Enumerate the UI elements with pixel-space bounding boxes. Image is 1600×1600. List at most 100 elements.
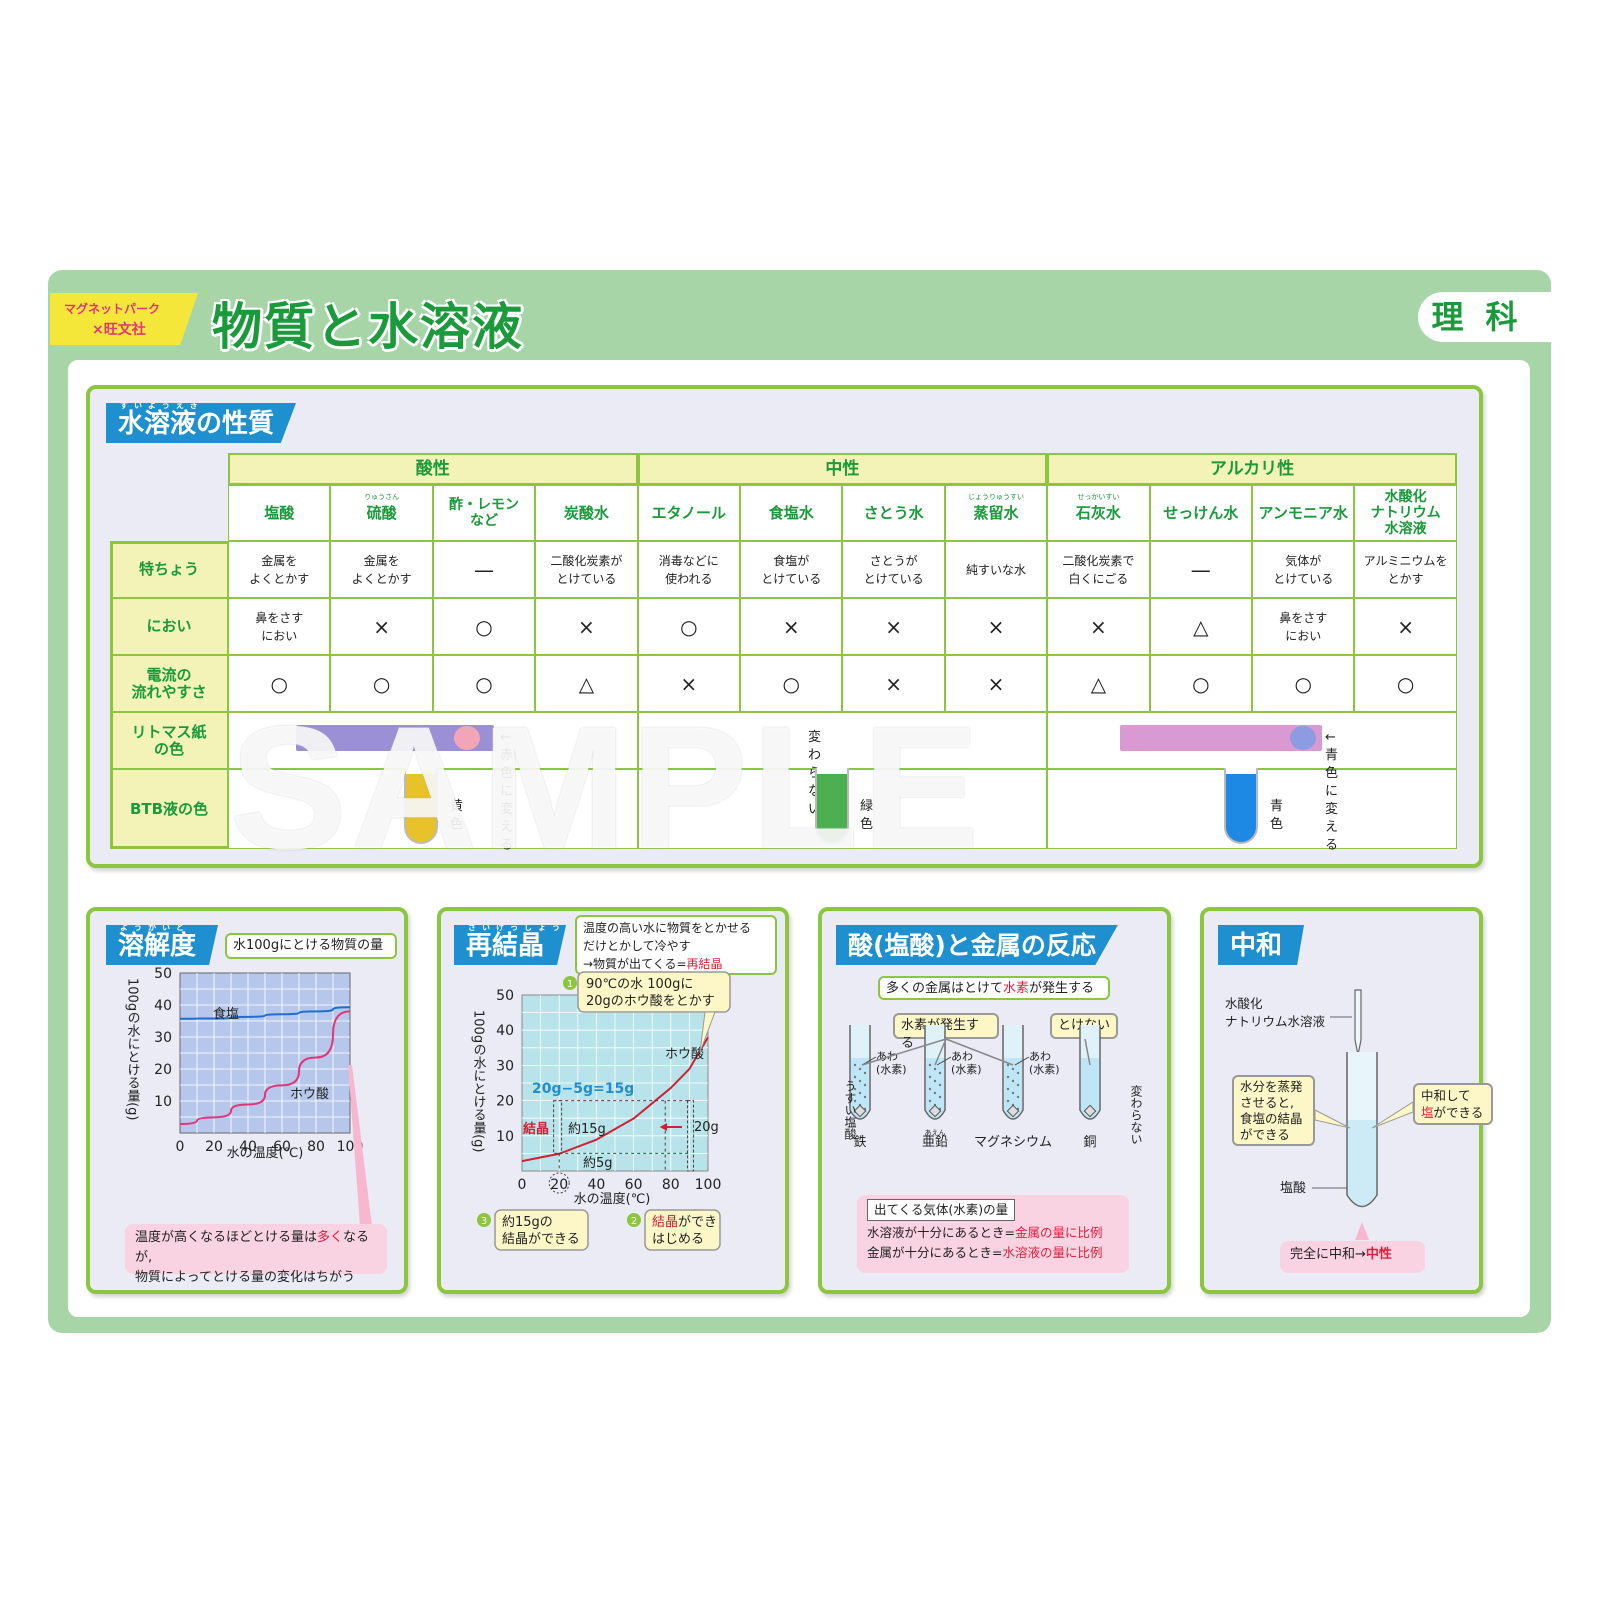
solution-name-11: 水酸化 ナトリウム 水溶液 xyxy=(1370,489,1441,537)
properties-title-ruby: すいようえき xyxy=(120,401,204,410)
top-note-post: が発生する xyxy=(1029,981,1095,996)
hydrogen-bubble xyxy=(863,1071,867,1075)
naoh-label: 水酸化 ナトリウム水溶液 xyxy=(1225,996,1326,1029)
brand-badge: マグネットパーク ×旺文社 xyxy=(50,293,198,345)
solubility-series-label-0: 食塩 xyxy=(213,1006,239,1022)
no-change-label: 変わらない xyxy=(1129,1085,1143,1145)
btb-tube-acid xyxy=(404,768,438,844)
recrystal-step3-number-text: 3 xyxy=(481,1216,487,1227)
recrystal-step2-number xyxy=(627,1213,641,1227)
solubility-title: ようかいど 溶解度 xyxy=(106,925,219,965)
hydrogen-bubble xyxy=(858,1091,862,1095)
solubility-series-0 xyxy=(179,1006,351,1020)
features-cell-6: さとうが とけている xyxy=(842,541,945,598)
recrystal-title-text: 再結晶 xyxy=(466,931,545,961)
current-cell-10: ○ xyxy=(1252,655,1355,712)
solution-header-1: りゅうさん硫酸 xyxy=(330,485,433,541)
solubility-xtick: 40 xyxy=(239,1139,257,1155)
subject-tab: 理科 xyxy=(1418,292,1553,342)
recrystal-note-highlight: 再結晶 xyxy=(686,957,723,971)
recrystal-bracket-20 xyxy=(687,1100,695,1172)
current-cell-5: ○ xyxy=(740,655,843,712)
group-header-2: アルカリ性 xyxy=(1047,453,1457,485)
current-cell-0: ○ xyxy=(228,655,331,712)
solution-ruby-7: じょうりゅうすい xyxy=(967,493,1024,501)
recrystal-step3-number xyxy=(477,1213,491,1227)
recrystal-step2-box xyxy=(644,1209,721,1251)
salt-note-post: ができる xyxy=(1433,1105,1484,1120)
smell-cell-7: × xyxy=(944,598,1048,655)
hydrogen-bubble xyxy=(853,1063,857,1067)
solubility-xtick: 80 xyxy=(307,1139,325,1155)
solution-header-6: さとう水 xyxy=(842,485,945,541)
hydrogen-bubble xyxy=(938,1095,942,1099)
recrystal-step1-box xyxy=(577,971,731,1013)
row-header-2: 電流の 流れやすさ xyxy=(110,655,228,712)
recrystal-note-line2: だけとかして冷やす xyxy=(583,939,691,953)
hydrogen-bubble xyxy=(928,1099,932,1103)
current-cell-2: ○ xyxy=(432,655,536,712)
recrystal-xtick: 20 xyxy=(550,1177,568,1193)
current-cell-7: × xyxy=(944,655,1048,712)
hydrogen-bubble xyxy=(1006,1075,1010,1079)
group-separator-1 xyxy=(636,453,639,849)
solution-header-0: 塩酸 xyxy=(228,485,331,541)
hydrogen-box-line1: 水溶液が十分にあるとき= xyxy=(867,1225,1015,1240)
recrystal-step1-text: 20gのホウ酸をとかす xyxy=(586,994,715,1009)
recrystal-note-line1: 温度の高い水に物質をとかせる xyxy=(583,921,752,935)
current-cell-6: × xyxy=(842,655,945,712)
complete-neutral-box: 完全に中和→中性 xyxy=(1280,1241,1425,1273)
metal-piece-2 xyxy=(1006,1104,1020,1118)
group-header-1: 中性 xyxy=(637,453,1048,485)
recrystal-title: さいけっしょう 再結晶 xyxy=(454,923,567,965)
salt-note-highlight: 塩 xyxy=(1421,1105,1434,1120)
solubility-ytick: 10 xyxy=(154,1094,172,1110)
current-cell-9: ○ xyxy=(1149,655,1252,712)
litmus-spot-red xyxy=(454,726,480,750)
hydrogen-bubble xyxy=(853,1099,857,1103)
recrystal-series-label: ホウ酸 xyxy=(665,1047,704,1062)
summary-highlight: 多く xyxy=(317,1230,344,1245)
brand-line1: マグネットパーク xyxy=(64,302,161,316)
current-cell-8: △ xyxy=(1047,655,1150,712)
recrystal-step2-text-2: はじめる xyxy=(652,1232,704,1247)
solubility-xtick: 20 xyxy=(205,1139,223,1155)
recrystal-bracket-15 xyxy=(553,1100,563,1154)
row-header-1: におい xyxy=(110,598,228,655)
zinc-ruby: あえん xyxy=(925,1129,946,1137)
features-cell-2: — xyxy=(432,541,536,598)
recrystal-xtick: 80 xyxy=(662,1177,680,1193)
recrystal-step3-text: 約15gの xyxy=(502,1215,553,1230)
hydrogen-bubble xyxy=(1016,1095,1020,1099)
smell-cell-5: × xyxy=(740,598,843,655)
solution-header-10: アンモニア水 xyxy=(1252,485,1355,541)
solubility-xtick: 60 xyxy=(273,1139,291,1155)
hydrogen-bubble xyxy=(933,1091,937,1095)
solubility-xtick: 0 xyxy=(176,1139,185,1155)
hydrogen-bubble xyxy=(928,1087,932,1091)
litmus-strip-alkali xyxy=(1120,725,1322,751)
complete-pre: 完全に中和→ xyxy=(1290,1247,1366,1262)
recrystal-title-ruby: さいけっしょう xyxy=(468,923,566,932)
solubility-pointer xyxy=(348,1065,372,1226)
hydrogen-box-title: 出てくる気体(水素)の量 xyxy=(867,1199,1016,1221)
bubble-pointer-3 xyxy=(1084,1038,1091,1066)
metal-piece-0 xyxy=(853,1104,867,1118)
solution-ruby-1: りゅうさん xyxy=(364,493,400,501)
hydrogen-bubble xyxy=(858,1079,862,1083)
hydrogen-bubble xyxy=(1016,1071,1020,1075)
smell-cell-2: ○ xyxy=(432,598,536,655)
solution-header-11: 水酸化 ナトリウム 水溶液 xyxy=(1354,485,1457,541)
hydrogen-bubble xyxy=(863,1083,867,1087)
recrystal-xlabel: 水の温度(℃) xyxy=(574,1191,651,1207)
features-cell-5: 食塩が とけている xyxy=(740,541,843,598)
side-label-hcl: うすい塩酸 xyxy=(843,1080,857,1140)
smell-cell-8: × xyxy=(1047,598,1150,655)
salt-pointer xyxy=(1371,1101,1414,1129)
recrystal-step3-text: 結晶ができる xyxy=(502,1232,580,1247)
current-cell-3: △ xyxy=(535,655,638,712)
features-cell-8: 二酸化炭素で 白くにごる xyxy=(1047,541,1150,598)
recrystal-step1-pointer xyxy=(699,1011,716,1053)
bubble-label-1: あわ(水素) xyxy=(951,1050,982,1076)
